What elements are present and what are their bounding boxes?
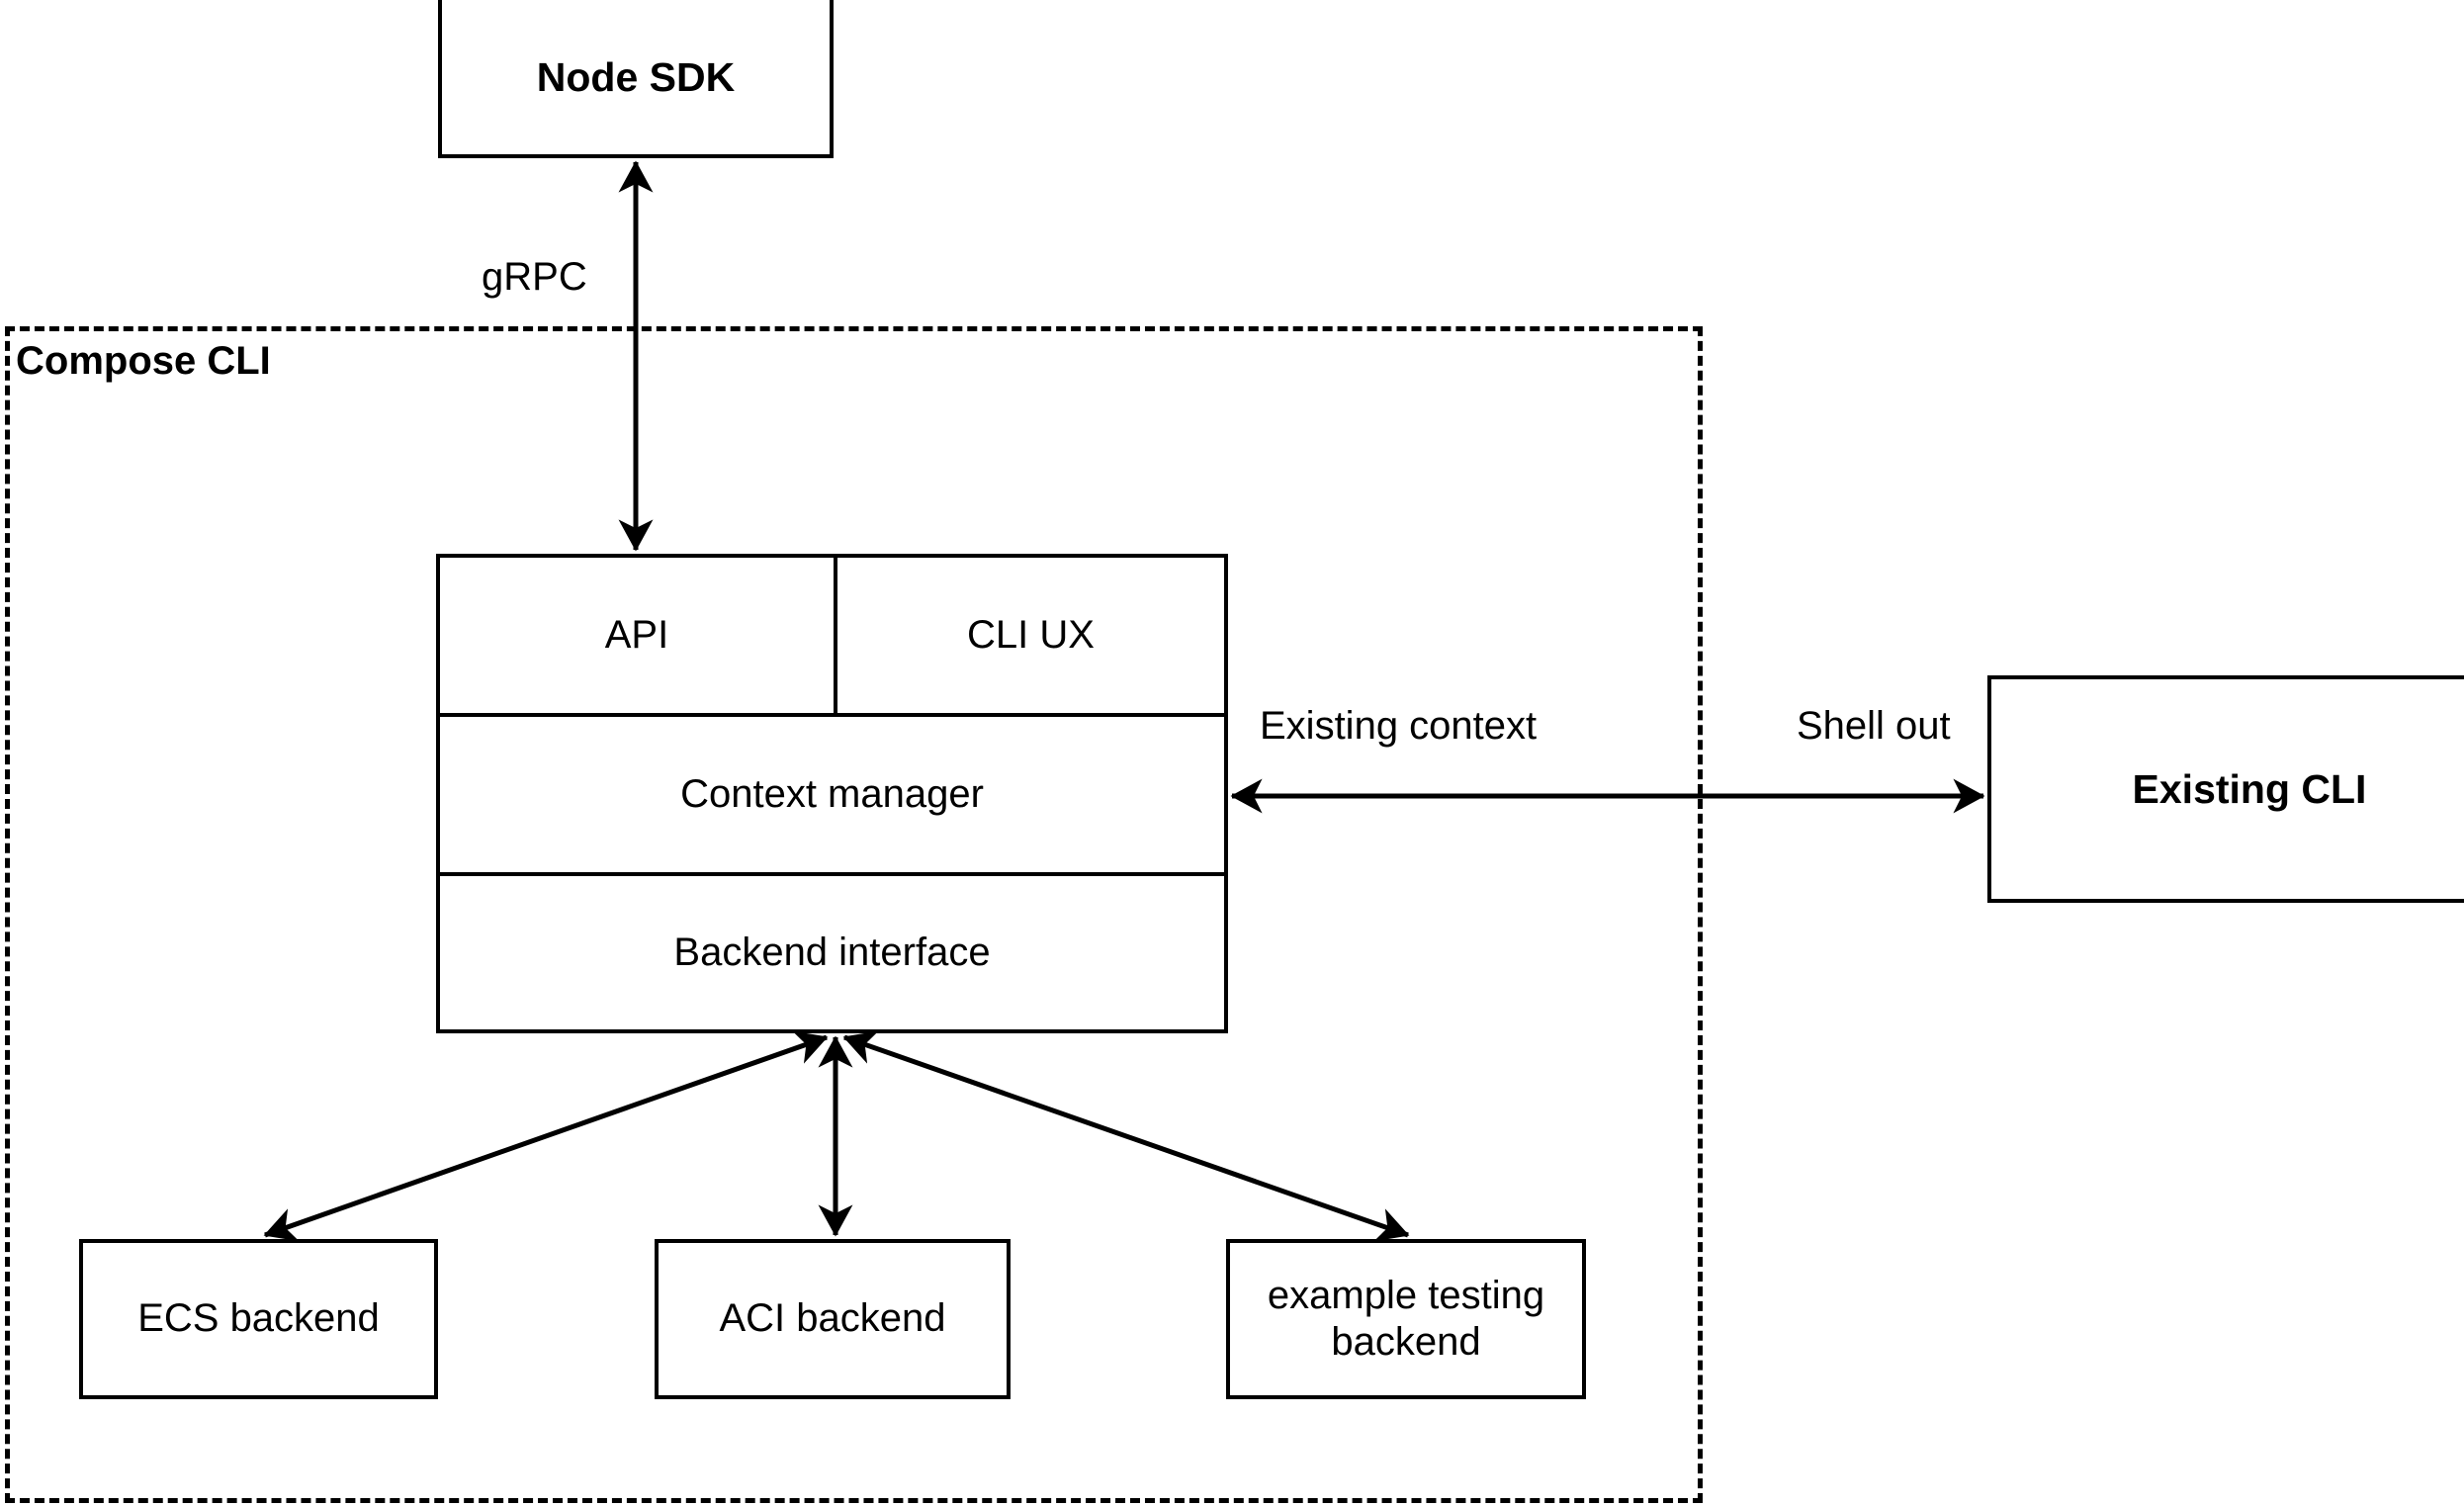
node-api[interactable]: API xyxy=(436,554,837,717)
edge-label-shell-out: Shell out xyxy=(1797,704,1951,748)
node-ecs-backend-label: ECS backend xyxy=(137,1296,380,1341)
compose-cli-group-label: Compose CLI xyxy=(16,339,271,383)
node-api-label: API xyxy=(604,612,669,657)
edge-label-existing-context: Existing context xyxy=(1260,704,1538,748)
edge-backend-to-ecs xyxy=(263,1030,829,1242)
node-aci-backend-label: ACI backend xyxy=(719,1296,946,1341)
node-cli-ux[interactable]: CLI UX xyxy=(834,554,1228,717)
edge-backend-to-example xyxy=(842,1030,1410,1242)
node-node-sdk[interactable]: Node SDK xyxy=(438,0,834,158)
edge-label-grpc: gRPC xyxy=(482,255,587,299)
node-aci-backend[interactable]: ACI backend xyxy=(655,1239,1011,1399)
node-existing-cli-label: Existing CLI xyxy=(2132,765,2367,812)
compose-cli-stack: API CLI UX Context manager Backend inter… xyxy=(436,554,1228,1033)
node-cli-ux-label: CLI UX xyxy=(967,612,1095,657)
node-example-testing-backend[interactable]: example testing backend xyxy=(1226,1239,1586,1399)
node-context-manager[interactable]: Context manager xyxy=(436,713,1228,876)
node-existing-cli[interactable]: Existing CLI xyxy=(1987,675,2464,903)
node-node-sdk-label: Node SDK xyxy=(536,53,736,100)
node-ecs-backend[interactable]: ECS backend xyxy=(79,1239,438,1399)
compose-cli-group-boundary xyxy=(5,326,1703,1503)
node-backend-interface-label: Backend interface xyxy=(673,930,991,974)
node-example-testing-backend-label: example testing backend xyxy=(1267,1273,1545,1364)
node-backend-interface[interactable]: Backend interface xyxy=(436,872,1228,1033)
node-context-manager-label: Context manager xyxy=(680,771,984,816)
